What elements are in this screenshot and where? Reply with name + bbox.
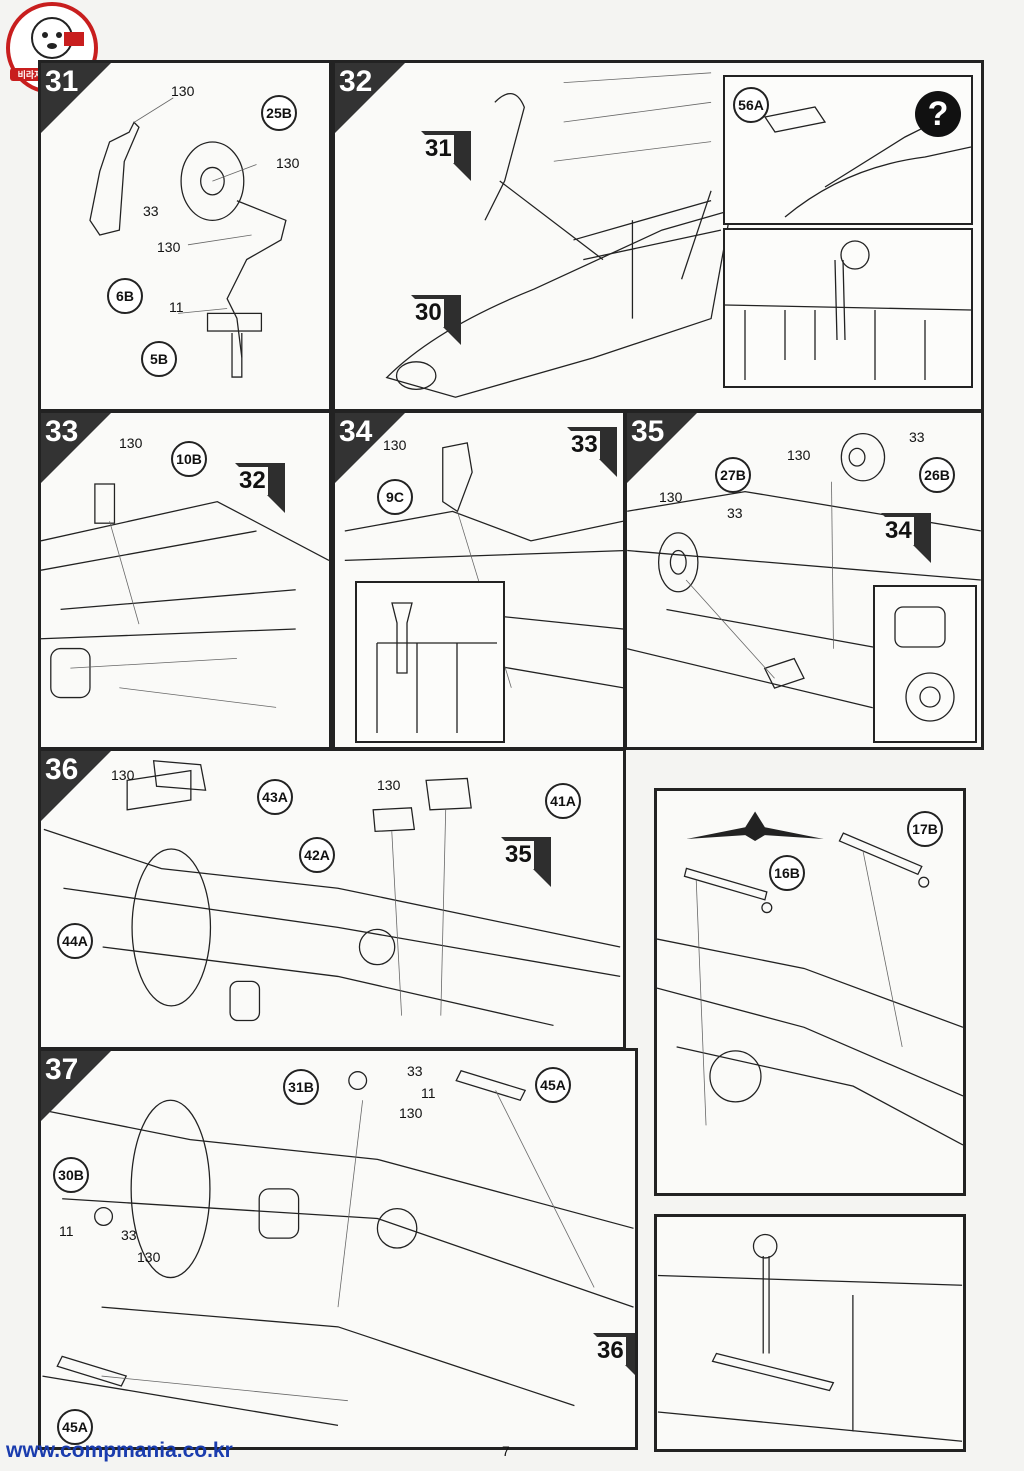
label: 33	[727, 505, 743, 521]
step-ref-31: 31	[421, 131, 471, 181]
label: 130	[276, 155, 300, 171]
step-34-number: 34	[339, 415, 373, 448]
label: 33	[143, 203, 159, 219]
inset-drawing	[724, 240, 972, 380]
step-33-drawing	[41, 483, 329, 708]
website-link[interactable]: www.compmania.co.kr	[6, 1439, 233, 1462]
part-callout: 6B	[107, 278, 143, 314]
question-icon: ?	[915, 91, 961, 137]
part-callout: 42A	[299, 837, 335, 873]
step-35-badge: 35	[627, 413, 697, 483]
label: 130	[377, 777, 401, 793]
part-callout: 31B	[283, 1069, 319, 1105]
part-callout: 16B	[769, 855, 805, 891]
part-callout: 56A	[733, 87, 769, 123]
ref-number: 31	[423, 135, 454, 163]
step-36-badge: 36	[41, 751, 111, 821]
part-callout: 5B	[141, 341, 177, 377]
label: 130	[157, 239, 181, 255]
step-32-panel: 32 31 30 56A ?	[332, 60, 984, 412]
label: 130	[383, 437, 407, 453]
step-31-panel: 31 130 25B 130 33 130 6B 11 5B	[38, 60, 332, 412]
part-callout: 45A	[57, 1409, 93, 1445]
label: 130	[111, 767, 135, 783]
step-ref-35: 35	[501, 837, 551, 887]
step-36-panel: 36 35 130 43A 130 41A 42A 44A	[38, 748, 626, 1050]
step-32-inset-upper: 56A ?	[723, 75, 973, 225]
step-37-drawing	[42, 1069, 634, 1426]
antenna-upper-drawing	[657, 811, 963, 1146]
part-callout: 25B	[261, 95, 297, 131]
step-35-panel: 35 34 130 33 26B 27B 130 33	[624, 410, 984, 750]
label: 33	[909, 429, 925, 445]
step-34-badge: 34	[335, 413, 405, 483]
part-callout: 44A	[57, 923, 93, 959]
step-ref-32: 32	[235, 463, 285, 513]
step-34-inset	[355, 581, 505, 743]
step-34-panel: 34 33 130 9C	[332, 410, 626, 750]
step-32-badge: 32	[335, 63, 405, 133]
step-33-number: 33	[45, 415, 79, 448]
step-ref-33: 33	[567, 427, 617, 477]
ref-number: 32	[237, 467, 268, 495]
step-35-number: 35	[631, 415, 665, 448]
label: 130	[787, 447, 811, 463]
step-36-number: 36	[45, 753, 79, 786]
step-37-badge: 37	[41, 1051, 111, 1121]
label: 130	[137, 1249, 161, 1265]
label: 33	[121, 1227, 137, 1243]
step-35-drawing	[627, 432, 981, 709]
part-callout: 17B	[907, 811, 943, 847]
label: 130	[119, 435, 143, 451]
step-33-panel: 33 32 130 10B	[38, 410, 332, 750]
ref-number: 34	[883, 517, 914, 545]
inset-drawing	[376, 602, 497, 733]
label: 11	[169, 299, 184, 315]
label: 11	[59, 1223, 74, 1239]
step-35-inset	[873, 585, 977, 743]
step-31-drawing	[89, 97, 287, 378]
step-32-inset-lower	[723, 228, 973, 388]
step-37-panel: 37 36 33 31B 11 130 45A 30B 11 33 130 45…	[38, 1048, 638, 1450]
step-32-number: 32	[339, 65, 373, 98]
antenna-lower-drawing	[657, 1233, 963, 1442]
part-callout: 41A	[545, 783, 581, 819]
ref-number: 30	[413, 299, 444, 327]
label: 130	[659, 489, 683, 505]
inset-drawing	[894, 606, 955, 722]
label: 130	[171, 83, 195, 99]
part-callout: 43A	[257, 779, 293, 815]
step-ref-36: 36	[593, 1333, 635, 1383]
part-callout: 45A	[535, 1067, 571, 1103]
label: 130	[399, 1105, 423, 1121]
step-33-badge: 33	[41, 413, 111, 483]
step-ref-34: 34	[881, 513, 931, 563]
antenna-lower-panel	[654, 1214, 966, 1452]
part-callout: 27B	[715, 457, 751, 493]
step-ref-30: 30	[411, 295, 461, 345]
label: 33	[407, 1063, 423, 1079]
step-37-number: 37	[45, 1053, 79, 1086]
ref-number: 35	[503, 841, 534, 869]
step-31-number: 31	[45, 65, 79, 98]
part-callout: 10B	[171, 441, 207, 477]
step-31-badge: 31	[41, 63, 111, 133]
page-number: 7	[502, 1443, 510, 1459]
step-36-drawing	[43, 760, 621, 1027]
part-callout: 26B	[919, 457, 955, 493]
antenna-upper-panel: 17B 16B	[654, 788, 966, 1196]
ref-number: 36	[595, 1337, 626, 1365]
part-callout: 30B	[53, 1157, 89, 1193]
part-callout: 9C	[377, 479, 413, 515]
label: 11	[421, 1085, 436, 1101]
ref-number: 33	[569, 431, 600, 459]
